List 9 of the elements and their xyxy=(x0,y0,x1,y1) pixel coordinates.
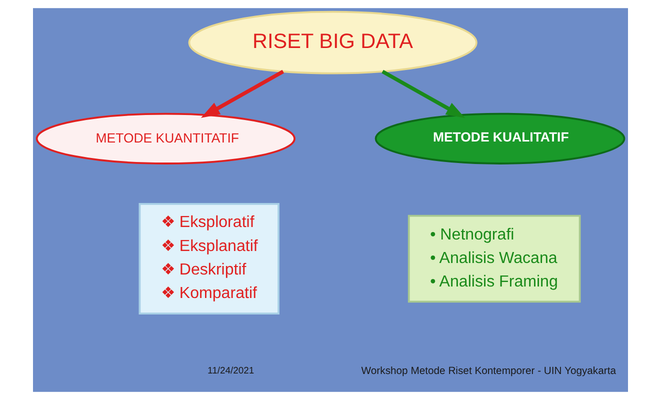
label: Workshop Metode Riset Kontemporer - UIN Yogyakarta xyxy=(360,366,616,377)
node-ellipse: METODE KUALITATIF xyxy=(374,112,625,164)
arrow xyxy=(200,70,284,118)
node-box: • Netnografi • Analisis Wacana • Analisis Framing xyxy=(407,214,580,303)
node-box: ❖ Eksploratif ❖ Eksplanatif ❖ Deskriptif ❖ Komparatif xyxy=(138,203,279,314)
arrow xyxy=(381,70,465,118)
node-ellipse: METODE KUANTITATIF xyxy=(35,112,295,164)
label: 11/24/2021 xyxy=(207,365,254,376)
node-ellipse: RISET BIG DATA xyxy=(188,10,477,74)
